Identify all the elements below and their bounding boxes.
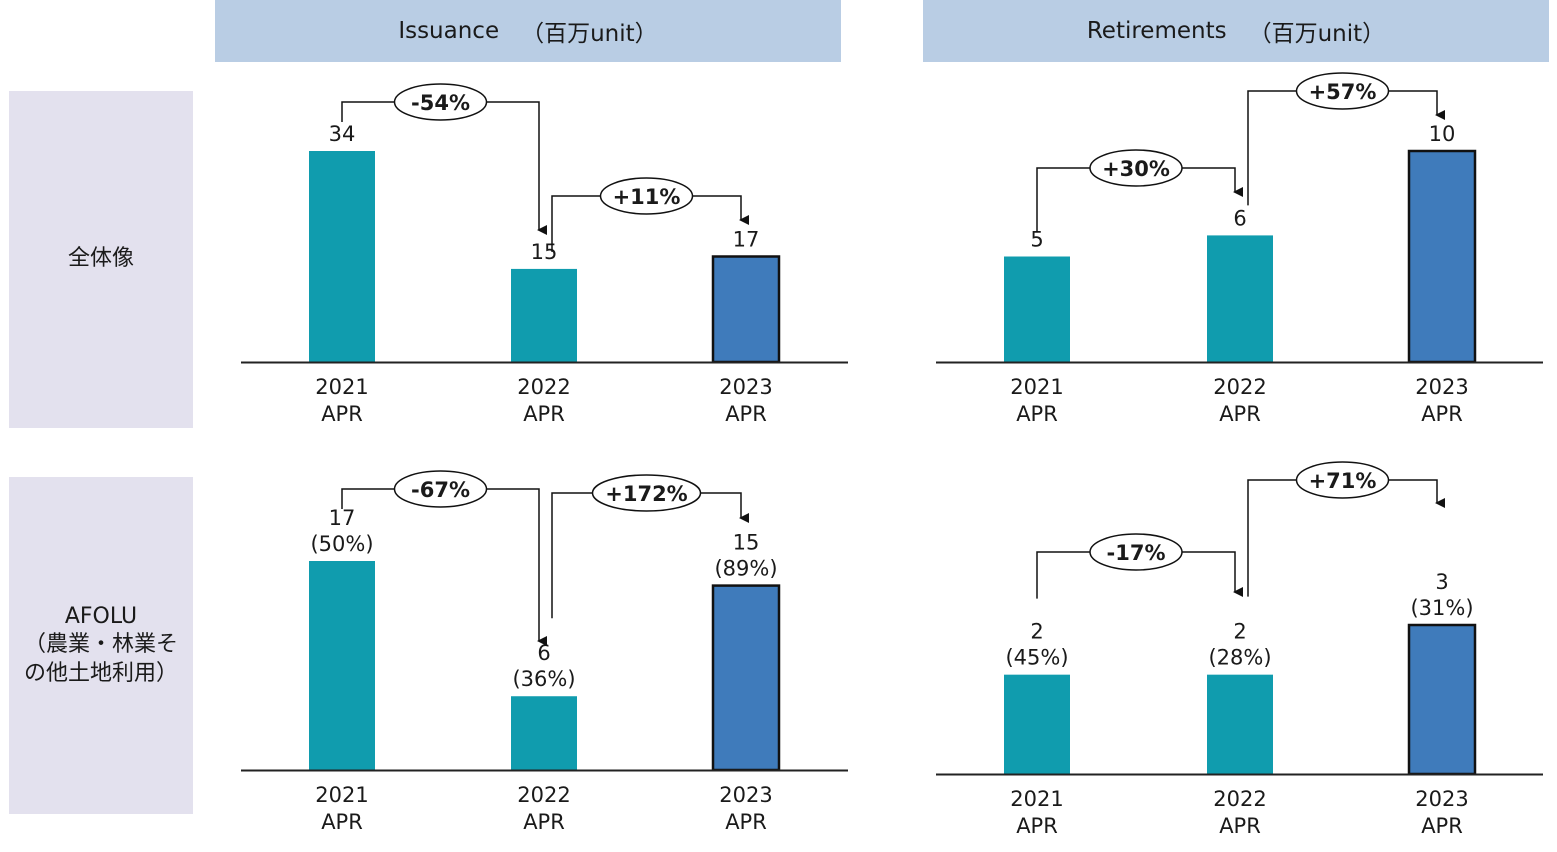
data-label: (45%) — [1005, 646, 1068, 670]
retirements-title: Retirements — [1086, 18, 1227, 44]
change-ellipse — [599, 177, 694, 215]
bar-3 — [711, 584, 781, 772]
tick-label: APR — [1219, 814, 1261, 838]
tick-label: APR — [1219, 402, 1261, 426]
tick-label: 2022 — [517, 375, 570, 399]
issuance-header: Issuance （百万unit） — [215, 0, 841, 62]
change-ellipse — [1089, 533, 1183, 571]
bar-2 — [1207, 235, 1273, 362]
issuance-title: Issuance — [398, 18, 500, 44]
tick-label: 2021 — [315, 375, 368, 399]
data-label: 15 — [733, 531, 760, 555]
data-label: 17 — [733, 228, 760, 252]
row-header-afolu: AFOLU （農業・林業そ の他土地利用） — [9, 477, 193, 814]
bar-2 — [511, 268, 577, 362]
bar-3 — [1407, 149, 1477, 364]
bar-3 — [1407, 623, 1477, 776]
tick-label: APR — [1421, 402, 1463, 426]
tick-label: 2021 — [1010, 375, 1063, 399]
tick-label: APR — [725, 810, 767, 834]
data-label: (28%) — [1208, 646, 1271, 670]
data-label: 3 — [1435, 570, 1448, 594]
tick-label: 2021 — [1010, 787, 1063, 811]
tick-label: APR — [523, 402, 565, 426]
change-label: +71% — [1309, 469, 1377, 493]
change-label: -17% — [1107, 541, 1166, 565]
data-label: 2 — [1030, 620, 1043, 644]
change-ellipse — [1089, 149, 1183, 187]
tick-label: APR — [321, 402, 363, 426]
data-label: 5 — [1030, 228, 1043, 252]
change-ellipse — [393, 83, 488, 121]
tick-label: 2021 — [315, 783, 368, 807]
tick-label: 2023 — [1415, 787, 1468, 811]
tick-label: 2023 — [719, 375, 772, 399]
data-label: 2 — [1233, 620, 1246, 644]
tick-label: 2023 — [719, 783, 772, 807]
issuance-unit: （百万unit） — [521, 21, 658, 47]
chart-panel-4: 2021APR2022APR2023APR2(45%)2(28%)3(31%)-… — [936, 461, 1543, 838]
bar-2 — [511, 696, 577, 770]
data-label: 6 — [1233, 206, 1246, 230]
tick-label: 2023 — [1415, 375, 1468, 399]
data-label: 6 — [537, 641, 550, 665]
bar-1 — [1004, 256, 1070, 362]
data-label: 34 — [329, 122, 356, 146]
data-label: 15 — [531, 240, 558, 264]
row-header-afolu-line-3: の他土地利用） — [23, 660, 178, 686]
change-label: +30% — [1102, 157, 1170, 181]
change-label: +57% — [1309, 80, 1377, 104]
tick-label: APR — [1016, 814, 1058, 838]
bar-1 — [309, 151, 375, 362]
data-label: (31%) — [1410, 596, 1473, 620]
tick-label: APR — [321, 810, 363, 834]
change-ellipse — [393, 470, 488, 508]
tick-label: APR — [725, 402, 767, 426]
row-header-afolu-line-1: AFOLU — [64, 603, 138, 629]
bar-1 — [309, 561, 375, 770]
bar-3 — [711, 255, 781, 364]
change-ellipse — [591, 474, 702, 512]
data-label: (89%) — [714, 557, 777, 581]
data-label: 10 — [1429, 122, 1456, 146]
change-label: +172% — [605, 482, 687, 506]
tick-label: 2022 — [517, 783, 570, 807]
tick-label: APR — [1016, 402, 1058, 426]
change-label: +11% — [613, 185, 681, 209]
tick-label: APR — [1421, 814, 1463, 838]
change-ellipse — [1295, 461, 1390, 499]
bar-1 — [1004, 674, 1070, 774]
data-label: (50%) — [310, 532, 373, 556]
retirements-unit: （百万unit） — [1248, 21, 1386, 47]
change-label: -67% — [411, 478, 470, 502]
row-header-overall-line: 全体像 — [67, 246, 134, 272]
change-ellipse — [1295, 72, 1390, 110]
tick-label: APR — [523, 810, 565, 834]
retirements-header: Retirements （百万unit） — [923, 0, 1549, 62]
tick-label: 2022 — [1213, 787, 1266, 811]
tick-label: 2022 — [1213, 375, 1266, 399]
row-header-overall: 全体像 — [9, 91, 193, 428]
data-label: 17 — [329, 506, 356, 530]
change-label: -54% — [411, 91, 470, 115]
row-header-afolu-line-2: （農業・林業そ — [23, 632, 178, 658]
data-label: (36%) — [512, 667, 575, 691]
bar-2 — [1207, 674, 1273, 774]
